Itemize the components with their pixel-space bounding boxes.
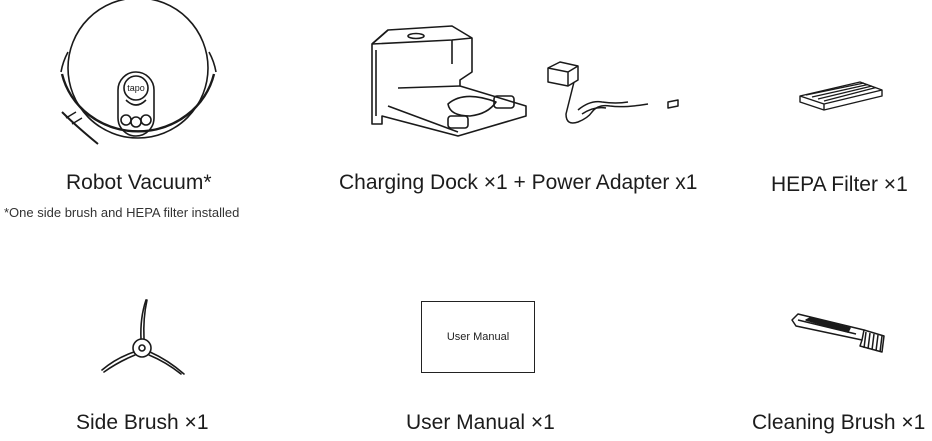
side-brush-icon (101, 299, 185, 375)
footnote: *One side brush and HEPA filter installe… (4, 205, 240, 220)
charging-dock-label: Charging Dock ×1 + Power Adapter x1 (339, 171, 698, 194)
hepa-filter-label: HEPA Filter ×1 (771, 173, 908, 196)
cleaning-brush-icon (791, 313, 885, 353)
user-manual-cover-text: User Manual (446, 331, 510, 343)
side-brush-label: Side Brush ×1 (76, 411, 209, 434)
cleaning-brush-label: Cleaning Brush ×1 (752, 411, 926, 434)
hepa-filter-icon (799, 81, 883, 111)
tapo-logo: tapo (127, 83, 145, 93)
charging-dock-icon (371, 25, 679, 137)
user-manual-icon: User Manual (421, 301, 535, 373)
user-manual-label: User Manual ×1 (406, 411, 555, 434)
robot-vacuum-icon: tapo (60, 0, 217, 145)
robot-vacuum-label: Robot Vacuum* (66, 171, 212, 194)
